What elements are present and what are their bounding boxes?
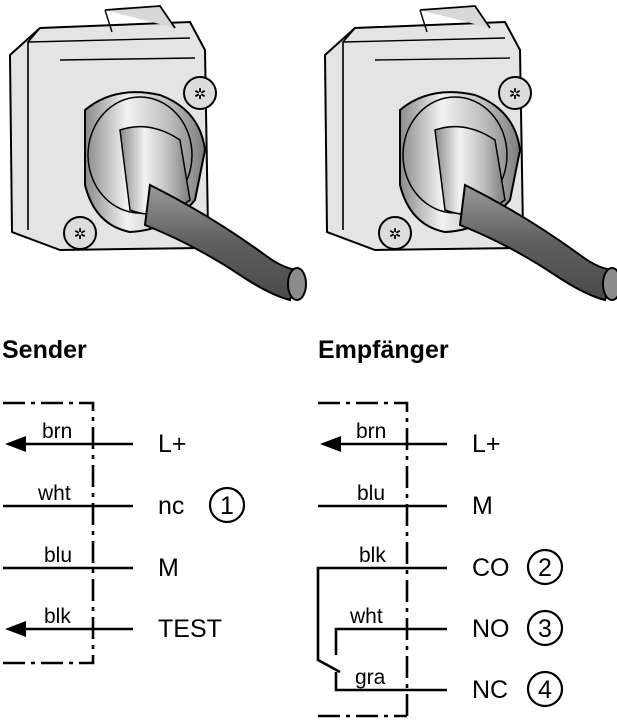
receiver-connector-illustration (324, 5, 617, 301)
number-circle (526, 670, 564, 708)
receiver-row-4: wht NO 3 (334, 605, 564, 655)
pin-label: nc (158, 492, 184, 520)
sender-connector-illustration (9, 5, 307, 301)
number-label: 1 (220, 492, 234, 520)
number-circle (208, 486, 246, 524)
wire-color-label: blk (44, 605, 71, 628)
pin-label: NO (472, 615, 510, 643)
wire-color-label: wht (349, 605, 383, 628)
wire-color-label: brn (42, 420, 72, 443)
wire-line (334, 672, 447, 692)
sender-row-3: blu M (3, 544, 179, 582)
receiver-row-1: brn L+ (320, 420, 501, 458)
receiver-row-5: gra NC 4 (334, 666, 564, 708)
number-circle (526, 609, 564, 647)
receiver-row-2: blu M (318, 482, 493, 520)
arrow-left-icon (5, 621, 26, 637)
pin-label: TEST (158, 615, 222, 643)
pin-label: NC (472, 676, 508, 704)
arrow-left-icon (320, 436, 341, 452)
sender-schematic: brn L+ wht nc 1 blu M blk TEST (3, 401, 246, 665)
number-label: 3 (538, 615, 552, 643)
wire-color-label: wht (37, 482, 71, 505)
number-label: 2 (538, 554, 552, 582)
sender-row-1: brn L+ (5, 420, 187, 458)
sender-housing-frame (3, 401, 95, 665)
wire-color-label: blu (357, 482, 385, 505)
pin-label: CO (472, 554, 510, 582)
sender-row-4: blk TEST (5, 605, 222, 643)
wire-line (316, 566, 447, 674)
number-label: 4 (538, 676, 552, 704)
pin-label: L+ (158, 430, 187, 458)
wire-line (334, 627, 447, 655)
sender-heading: Sender (2, 336, 87, 364)
wire-color-label: gra (355, 666, 386, 689)
sender-row-2: wht nc 1 (3, 482, 246, 524)
receiver-row-3: blk CO 2 (316, 544, 564, 674)
number-circle (526, 548, 564, 586)
pin-label: M (472, 492, 493, 520)
receiver-schematic: brn L+ blu M blk CO 2 wht NO 3 gra (316, 401, 564, 718)
receiver-housing-frame (318, 401, 409, 718)
wire-color-label: blk (359, 544, 386, 567)
pin-label: L+ (472, 430, 501, 458)
wire-color-label: brn (356, 420, 386, 443)
receiver-heading: Empfänger (318, 336, 449, 364)
wire-color-label: blu (44, 544, 72, 567)
arrow-left-icon (5, 436, 26, 452)
pin-label: M (158, 554, 179, 582)
